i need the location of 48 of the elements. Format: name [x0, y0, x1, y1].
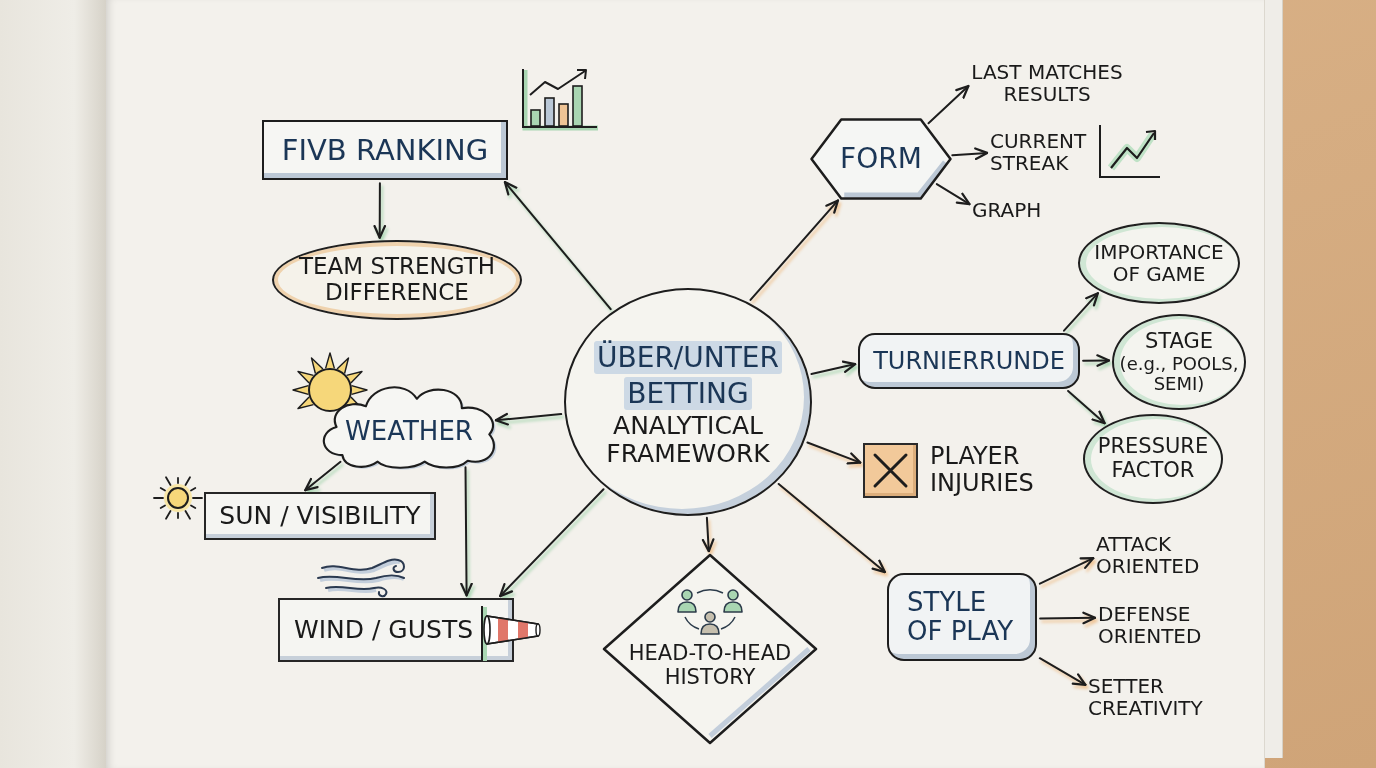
- branch-label: CURRENT STREAK: [990, 130, 1088, 175]
- node-label: STYLE OF PLAY: [907, 587, 1015, 647]
- arrow: [1063, 292, 1099, 332]
- rounded-box: [887, 573, 1037, 661]
- hub-subtitle: ANALYTICAL FRAMEWORK: [605, 412, 771, 469]
- arrow: [777, 483, 886, 574]
- node-label: STAGE (e.g., POOLS, SEMI): [1119, 330, 1239, 394]
- node-label: IMPORTANCE OF GAME: [1093, 240, 1225, 286]
- side-label: PLAYER INJURIES: [930, 443, 1035, 497]
- node-label: FORM: [840, 143, 922, 175]
- arrow: [935, 183, 971, 206]
- arrow: [1038, 657, 1087, 686]
- branch-label: DEFENSE ORIENTED: [1098, 603, 1203, 648]
- arrow: [810, 360, 857, 376]
- arrow: [503, 181, 612, 311]
- topic-box: [262, 120, 508, 180]
- topic-hexagon: [810, 118, 952, 200]
- arrow: [1082, 354, 1111, 367]
- arrow: [499, 488, 605, 598]
- arrow: [373, 182, 387, 239]
- rounded-box: [858, 333, 1080, 389]
- arrow: [701, 516, 715, 553]
- arrow: [1067, 390, 1106, 425]
- node-label: WEATHER: [345, 417, 473, 447]
- node-label: PRESSURE FACTOR: [1097, 435, 1209, 483]
- branch-label: SETTER CREATIVITY: [1088, 675, 1204, 720]
- arrow: [1038, 557, 1095, 585]
- arrow: [951, 147, 989, 160]
- arrow: [304, 460, 342, 492]
- topic-box: [278, 598, 514, 662]
- node-label: SUN / VISIBILITY: [219, 502, 421, 530]
- arrow: [460, 466, 473, 597]
- arrow: [749, 199, 840, 301]
- node-label: TURNIERRUNDE: [873, 347, 1065, 375]
- topic-box: [204, 492, 436, 540]
- arrow: [806, 441, 862, 465]
- node-label: HEAD-TO-HEAD HISTORY: [628, 642, 792, 690]
- arrow: [1039, 611, 1097, 625]
- node-label: WIND / GUSTS: [294, 616, 474, 644]
- node-label: TEAM STRENGTH DIFFERENCE: [298, 254, 496, 306]
- topic-diamond: [602, 553, 818, 745]
- node-label: FIVB RANKING: [281, 133, 489, 167]
- branch-label: ATTACK ORIENTED: [1096, 533, 1201, 578]
- arrow: [927, 84, 970, 125]
- marker-box: [863, 443, 918, 498]
- arrow: [494, 412, 563, 426]
- branch-label: LAST MATCHES RESULTS: [970, 61, 1124, 106]
- branch-label: GRAPH: [972, 199, 1043, 222]
